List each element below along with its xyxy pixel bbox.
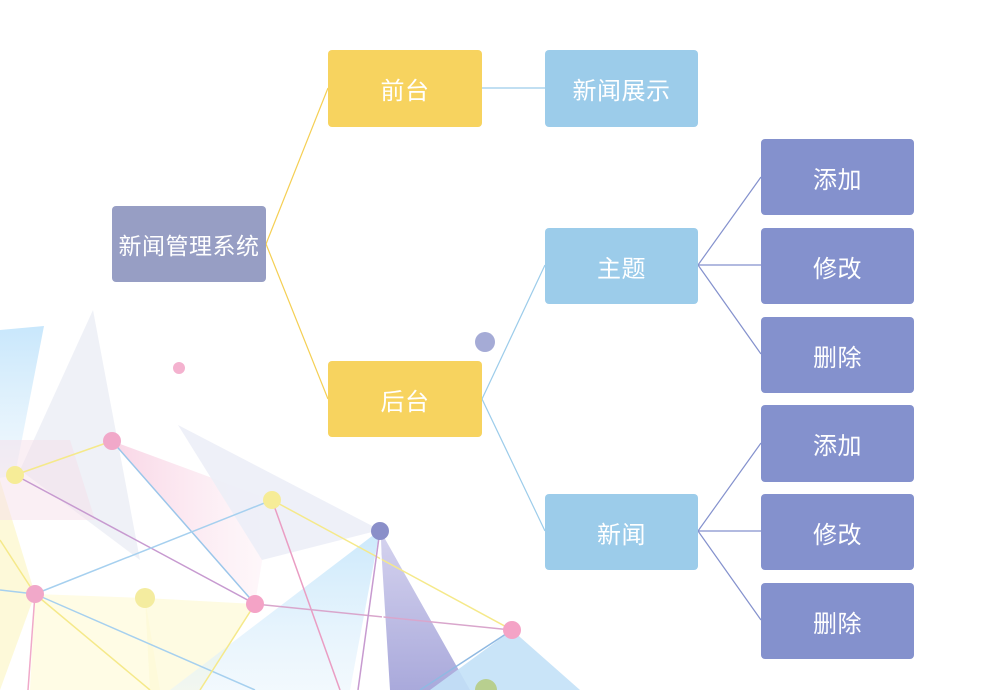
bg-shard bbox=[170, 530, 380, 690]
connector-topic-delete bbox=[697, 264, 762, 355]
bg-dot bbox=[135, 588, 155, 608]
connector-news-add bbox=[697, 442, 762, 532]
bg-link bbox=[271, 499, 513, 631]
bg-link bbox=[14, 440, 113, 476]
bg-link bbox=[357, 529, 381, 690]
bg-dot bbox=[475, 679, 497, 690]
bg-shard bbox=[178, 425, 380, 560]
bg-link bbox=[34, 593, 151, 690]
node-news-add: 添加 bbox=[761, 405, 914, 482]
bg-dot bbox=[263, 491, 281, 509]
node-news: 新闻 bbox=[545, 494, 698, 570]
bg-shard bbox=[145, 598, 255, 690]
bg-dot bbox=[371, 522, 389, 540]
bg-link bbox=[34, 593, 256, 690]
bg-link bbox=[0, 539, 36, 595]
bg-shard bbox=[112, 441, 272, 604]
bg-dot bbox=[6, 466, 24, 484]
bg-dot bbox=[475, 332, 495, 352]
bg-shard bbox=[20, 310, 140, 560]
bg-dot bbox=[173, 362, 185, 374]
node-topic-add: 添加 bbox=[761, 139, 914, 215]
bg-shard bbox=[0, 440, 95, 520]
bg-dot bbox=[26, 585, 44, 603]
node-news-edit: 修改 bbox=[761, 494, 914, 570]
bg-dot bbox=[246, 595, 264, 613]
bg-link bbox=[27, 593, 36, 690]
bg-shard bbox=[30, 594, 160, 690]
bg-link bbox=[199, 603, 256, 690]
bg-link bbox=[34, 499, 273, 595]
connector-backend-news bbox=[481, 398, 546, 532]
bg-link bbox=[271, 499, 341, 690]
node-news-display: 新闻展示 bbox=[545, 50, 698, 127]
node-news-delete: 删除 bbox=[761, 583, 914, 659]
node-topic-edit: 修改 bbox=[761, 228, 914, 304]
bg-link bbox=[111, 440, 256, 605]
connector-topic-add bbox=[697, 176, 762, 266]
node-topic: 主题 bbox=[545, 228, 698, 304]
connector-root-backend bbox=[265, 243, 329, 400]
bg-link bbox=[379, 529, 386, 690]
node-topic-delete: 删除 bbox=[761, 317, 914, 393]
node-frontend: 前台 bbox=[328, 50, 482, 127]
bg-link bbox=[14, 474, 256, 605]
connector-news-delete bbox=[697, 530, 762, 621]
bg-shard bbox=[0, 480, 35, 690]
node-root: 新闻管理系统 bbox=[112, 206, 266, 282]
connector-backend-topic bbox=[481, 264, 546, 400]
bg-dot bbox=[503, 621, 521, 639]
bg-shard bbox=[430, 630, 580, 690]
bg-link bbox=[254, 603, 513, 631]
node-backend: 后台 bbox=[328, 361, 482, 437]
bg-link bbox=[419, 629, 513, 690]
bg-dot bbox=[103, 432, 121, 450]
connector-root-frontend bbox=[265, 87, 329, 245]
